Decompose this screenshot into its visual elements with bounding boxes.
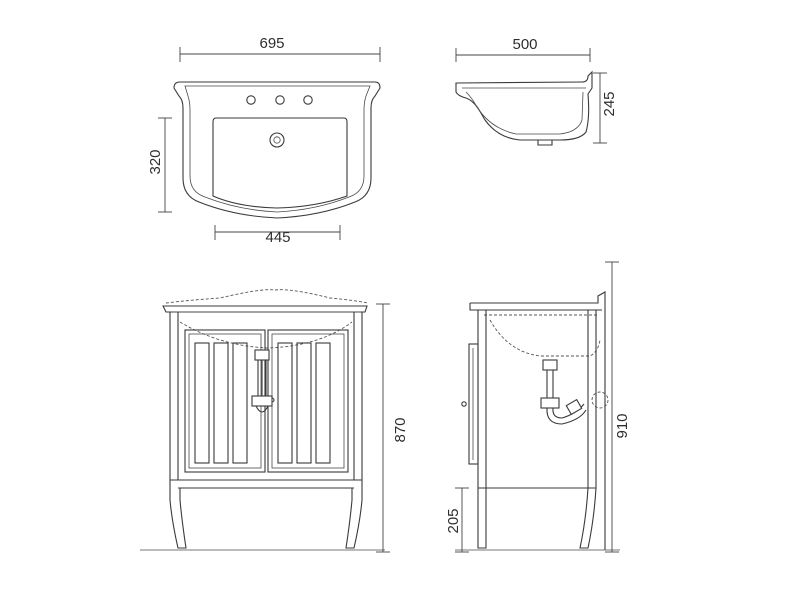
- dimension-label-870: 870: [392, 417, 409, 442]
- basin-side-view: [455, 70, 593, 146]
- basin-top-view: [173, 81, 381, 219]
- dimension-basin-front-depth: 320: [147, 117, 172, 213]
- dimension-basin-height: 245: [593, 72, 618, 144]
- dimension-label-445: 445: [265, 229, 290, 246]
- dimension-label-205: 205: [445, 508, 462, 533]
- dimension-vanity-height: 870: [140, 303, 409, 553]
- dimension-label-320: 320: [147, 149, 164, 174]
- vanity-side-view: [461, 291, 609, 550]
- dimension-label-245: 245: [601, 91, 618, 116]
- dimension-bowl-width: 445: [214, 225, 341, 246]
- dimension-total-height: 910: [455, 261, 631, 553]
- dimension-leg-height: 205: [445, 487, 469, 553]
- vanity-front-view: [162, 289, 369, 549]
- dimension-label-910: 910: [614, 413, 631, 438]
- dimension-label-695: 695: [259, 35, 284, 52]
- dimension-basin-depth: 500: [455, 36, 591, 62]
- dimension-basin-width: 695: [179, 35, 381, 62]
- plumbing-side: [540, 359, 609, 425]
- dimension-label-500: 500: [512, 36, 537, 53]
- plumbing-front: [251, 349, 273, 413]
